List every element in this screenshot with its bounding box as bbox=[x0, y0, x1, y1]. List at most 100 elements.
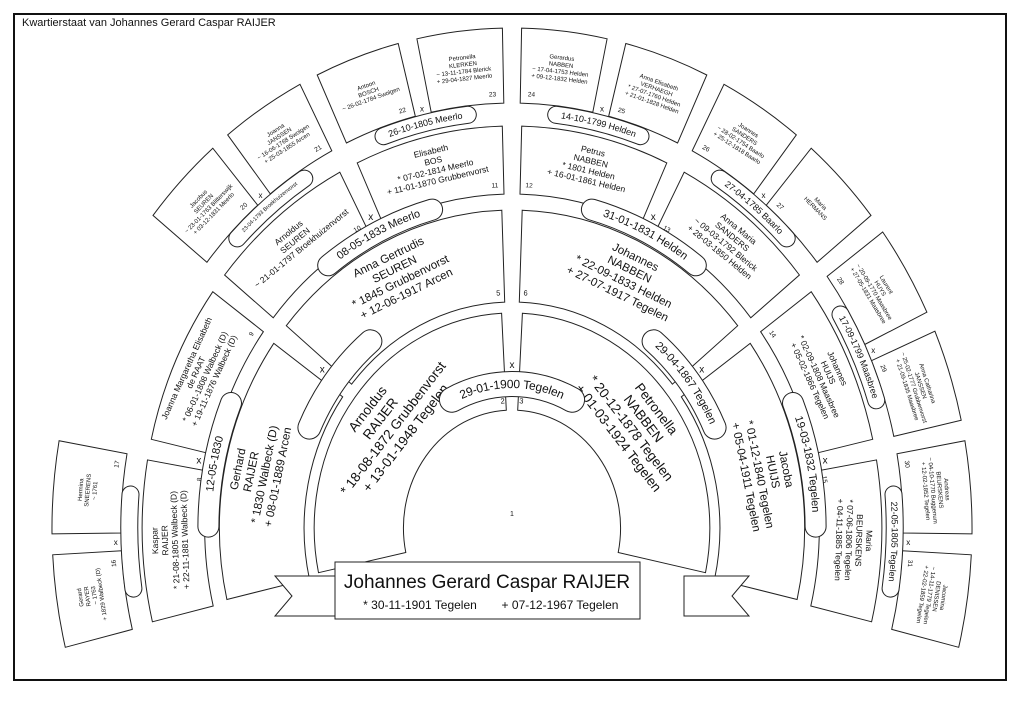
ancestor-box-outline bbox=[316, 42, 416, 144]
surname: RAIJER bbox=[159, 525, 170, 556]
given-name: Kaspar bbox=[149, 527, 160, 554]
marriage-pill-fill bbox=[581, 199, 706, 276]
subject-name: Johannes Gerard Caspar RAIJER bbox=[344, 572, 630, 593]
ancestor-number: 23 bbox=[489, 91, 497, 98]
ancestor-number: 24 bbox=[528, 91, 536, 98]
title-box bbox=[334, 561, 641, 620]
marriage-symbol: x bbox=[114, 538, 118, 547]
ancestor-number: 16 bbox=[111, 559, 119, 567]
ribbon-right-tail bbox=[683, 575, 751, 617]
life-event: ~ 04-10-1770 Buggenum bbox=[926, 457, 937, 524]
surname: NABBEN bbox=[548, 61, 573, 70]
life-event: + 12-02-1852 Tegelen bbox=[919, 462, 930, 521]
ancestor-number: 20 bbox=[239, 201, 249, 211]
surname: SNEERENS bbox=[84, 474, 93, 507]
ancestor-box-outline bbox=[52, 550, 133, 648]
ancestor-box-outline bbox=[152, 147, 259, 264]
ancestor-box-outline bbox=[519, 27, 608, 113]
subject-number: 1 bbox=[510, 511, 514, 518]
marriage-date: 22-05-1805 Tegelen bbox=[887, 501, 900, 582]
ancestor-box-outline bbox=[517, 312, 711, 574]
ancestor-number: 29 bbox=[878, 364, 887, 374]
ancestor-box-outline bbox=[141, 459, 214, 623]
ancestor-number: 26 bbox=[701, 144, 711, 154]
ancestor-number: 15 bbox=[820, 475, 828, 484]
ancestor-number: 13 bbox=[662, 225, 672, 235]
marriage-symbol: x bbox=[600, 104, 604, 113]
marriage-pill-fill bbox=[229, 170, 313, 247]
ancestor-box-outline bbox=[519, 125, 668, 226]
ancestor-number: 27 bbox=[775, 202, 785, 212]
subject-death: + 07-12-1967 Tegelen bbox=[502, 598, 619, 612]
marriage-symbol: x bbox=[320, 365, 325, 376]
marriage-pill-fill bbox=[375, 106, 476, 145]
ancestor-number: 6 bbox=[523, 288, 528, 297]
marriage-pill-fill bbox=[832, 306, 885, 409]
marriage-pill-fill bbox=[882, 486, 903, 597]
ancestor-number: 25 bbox=[617, 107, 626, 116]
ancestor-number: 5 bbox=[496, 288, 501, 297]
ancestor-number: 17 bbox=[113, 460, 121, 469]
marriage-symbol: x bbox=[906, 538, 910, 547]
marriage-pill[interactable]: 22-05-1805 Tegelen x bbox=[881, 485, 911, 598]
marriage-symbol: x bbox=[420, 104, 424, 113]
marriage-pill[interactable]: x bbox=[0, 0, 143, 598]
given-name: Maria bbox=[864, 530, 875, 552]
ancestor-number: 30 bbox=[903, 460, 911, 469]
ancestor-box-outline bbox=[691, 83, 797, 195]
ancestor-number: 21 bbox=[313, 144, 323, 154]
ancestor-box-outline bbox=[826, 231, 928, 346]
ancestor-number: 10 bbox=[353, 224, 363, 234]
marriage-pill-fill bbox=[548, 106, 649, 145]
surname: KLERKEN bbox=[449, 61, 478, 70]
ancestor-box-outline bbox=[896, 440, 973, 535]
subject-title-box[interactable]: Johannes Gerard Caspar RAIJER * 30-11-19… bbox=[273, 561, 751, 620]
marriage-pill-fill bbox=[298, 330, 382, 439]
marriage-pill[interactable]: x bbox=[0, 0, 383, 440]
life-event: ~ 1763 bbox=[91, 585, 100, 605]
life-event: + 22-11-1881 Walbeck (D) bbox=[178, 490, 191, 589]
life-event: * 21-08-1805 Walbeck (D) bbox=[168, 491, 181, 589]
marriage-pill-fill bbox=[783, 393, 826, 537]
ancestor-box-outline bbox=[759, 290, 874, 455]
ancestor-number: 2 bbox=[500, 396, 505, 405]
life-event: * 07-06-1806 Tegelen bbox=[843, 499, 856, 581]
given-name: Gerardus bbox=[549, 54, 575, 63]
chart-header-title: Kwartierstaat van Johannes Gerard Caspar… bbox=[22, 17, 276, 29]
subject-birth: * 30-11-1901 Tegelen bbox=[363, 598, 477, 612]
ancestor-number: 12 bbox=[525, 182, 533, 189]
ancestor-number: 3 bbox=[519, 396, 524, 405]
ancestor-number: 8 bbox=[196, 477, 203, 482]
marriage-symbol: x bbox=[871, 346, 875, 355]
ancestor-number: 9 bbox=[248, 331, 256, 338]
marriage-pill-fill bbox=[318, 199, 443, 276]
given-name: Andreas bbox=[942, 478, 950, 501]
marriage-symbol: x bbox=[259, 191, 263, 200]
ancestor-number: 14 bbox=[767, 329, 777, 339]
marriage-pill-fill bbox=[121, 486, 142, 597]
